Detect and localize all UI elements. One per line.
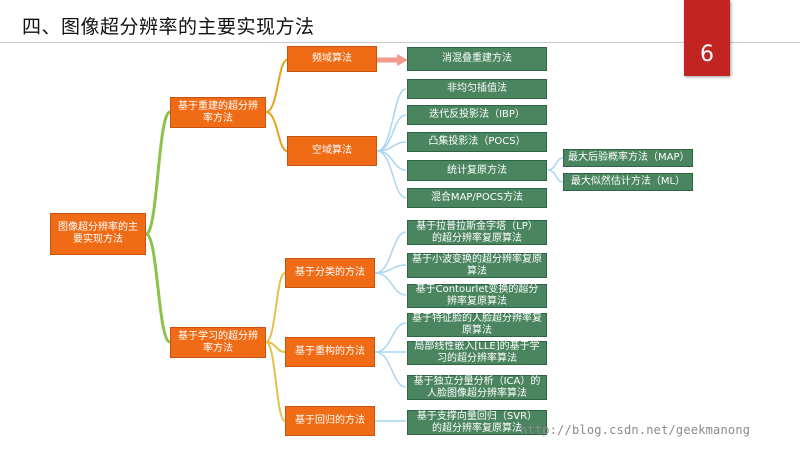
title-divider bbox=[0, 42, 800, 43]
arrow-head-freq bbox=[397, 54, 408, 66]
leaf-statistical-restoration: 统计复原方法 bbox=[407, 160, 547, 181]
connector-reconstruct-spatial bbox=[265, 111, 288, 152]
node-reconstruction-based: 基于重建的超分辨率方法 bbox=[170, 97, 266, 128]
leaf-pocs: 凸集投影法（POCS） bbox=[407, 132, 547, 152]
node-root: 图像超分辨率的主要实现方法 bbox=[50, 213, 146, 255]
leaf-ml: 最大似然估计方法（ML） bbox=[563, 173, 693, 191]
node-classification-methods: 基于分类的方法 bbox=[285, 258, 375, 288]
connector-root-reconstruct bbox=[144, 110, 172, 236]
node-frequency-domain: 频域算法 bbox=[287, 46, 377, 72]
leaf-nonuniform-interpolation: 非均匀插值法 bbox=[407, 79, 547, 99]
connector-reconstruct-freq bbox=[265, 59, 288, 113]
leaf-ibp: 迭代反投影法（IBP） bbox=[407, 105, 547, 125]
leaf-map: 最大后验概率方法（MAP） bbox=[563, 149, 693, 167]
node-spatial-domain: 空域算法 bbox=[287, 136, 377, 166]
slide-title: 四、图像超分辨率的主要实现方法 bbox=[22, 16, 315, 38]
connector-root-learning bbox=[144, 232, 172, 344]
leaf-lle: 局部线性嵌入[LLE]的基于学习的超分辨率算法 bbox=[407, 341, 547, 365]
leaf-wavelet: 基于小波变换的超分辨率复原算法 bbox=[407, 253, 547, 278]
leaf-svr: 基于支撑向量回归（SVR）的超分辨率复原算法 bbox=[407, 410, 547, 435]
leaf-eigenface: 基于特征脸的人脸超分辨率复原算法 bbox=[407, 313, 547, 337]
node-regression-methods: 基于回归的方法 bbox=[285, 406, 375, 436]
connector-learning-classify bbox=[265, 272, 286, 343]
watermark-url: http://blog.csdn.net/geekmanong bbox=[520, 423, 751, 437]
node-learning-based: 基于学习的超分辨率方法 bbox=[170, 327, 266, 358]
connector-learning-regress bbox=[265, 341, 286, 422]
leaf-ica: 基于独立分量分析（ICA）的人脸图像超分辨率算法 bbox=[407, 375, 547, 400]
node-reconstruction-methods: 基于重构的方法 bbox=[285, 337, 375, 367]
leaf-laplacian-pyramid: 基于拉普拉斯金字塔（LP）的超分辨率复原算法 bbox=[407, 220, 547, 245]
leaf-contourlet: 基于Contourlet变换的超分辨率复原算法 bbox=[407, 284, 547, 308]
page-number-badge: 6 bbox=[684, 0, 730, 76]
leaf-map-pocs: 混合MAP/POCS方法 bbox=[407, 188, 547, 208]
leaf-dealiasing: 消混叠重建方法 bbox=[407, 47, 547, 71]
